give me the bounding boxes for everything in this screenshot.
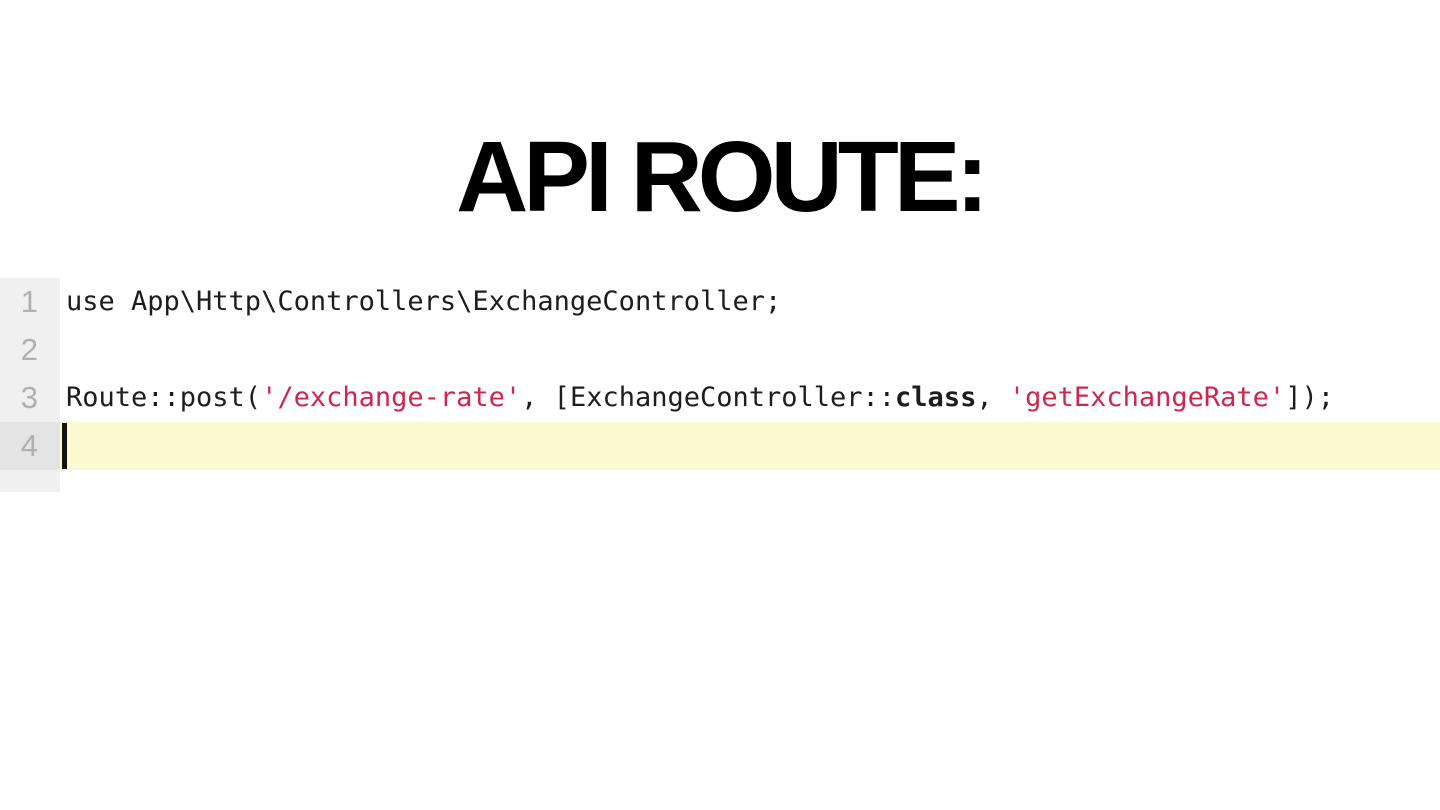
code-text[interactable] — [60, 326, 1440, 374]
page-title: API ROUTE: — [456, 121, 989, 233]
line-number: 3 — [0, 374, 60, 422]
code-lines: 1 use App\Http\Controllers\ExchangeContr… — [0, 278, 1440, 470]
line-number: 2 — [0, 326, 60, 374]
text-cursor — [62, 423, 67, 469]
token-string-route-path: '/exchange-rate' — [261, 382, 522, 413]
code-text[interactable]: Route::post('/exchange-rate', [ExchangeC… — [60, 374, 1440, 422]
active-line-highlight[interactable] — [60, 422, 1440, 470]
token-plain: , [ExchangeController:: — [521, 382, 896, 413]
token-plain: Route::post( — [66, 382, 262, 413]
code-line-2: 2 — [0, 326, 1440, 374]
code-line-3: 3 Route::post('/exchange-rate', [Exchang… — [0, 374, 1440, 422]
token-plain: ]); — [1285, 382, 1334, 413]
code-editor: 1 use App\Http\Controllers\ExchangeContr… — [0, 278, 1440, 492]
line-number: 1 — [0, 278, 60, 326]
token-keyword-class: class — [895, 382, 977, 413]
code-line-4-active: 4 — [0, 422, 1440, 470]
token-string-method-name: 'getExchangeRate' — [1008, 382, 1286, 413]
token-plain: use App\Http\Controllers\ExchangeControl… — [66, 286, 782, 317]
code-text[interactable]: use App\Http\Controllers\ExchangeControl… — [60, 278, 1440, 326]
line-number: 4 — [0, 422, 60, 470]
code-line-1: 1 use App\Http\Controllers\ExchangeContr… — [0, 278, 1440, 326]
token-plain: , — [976, 382, 1009, 413]
